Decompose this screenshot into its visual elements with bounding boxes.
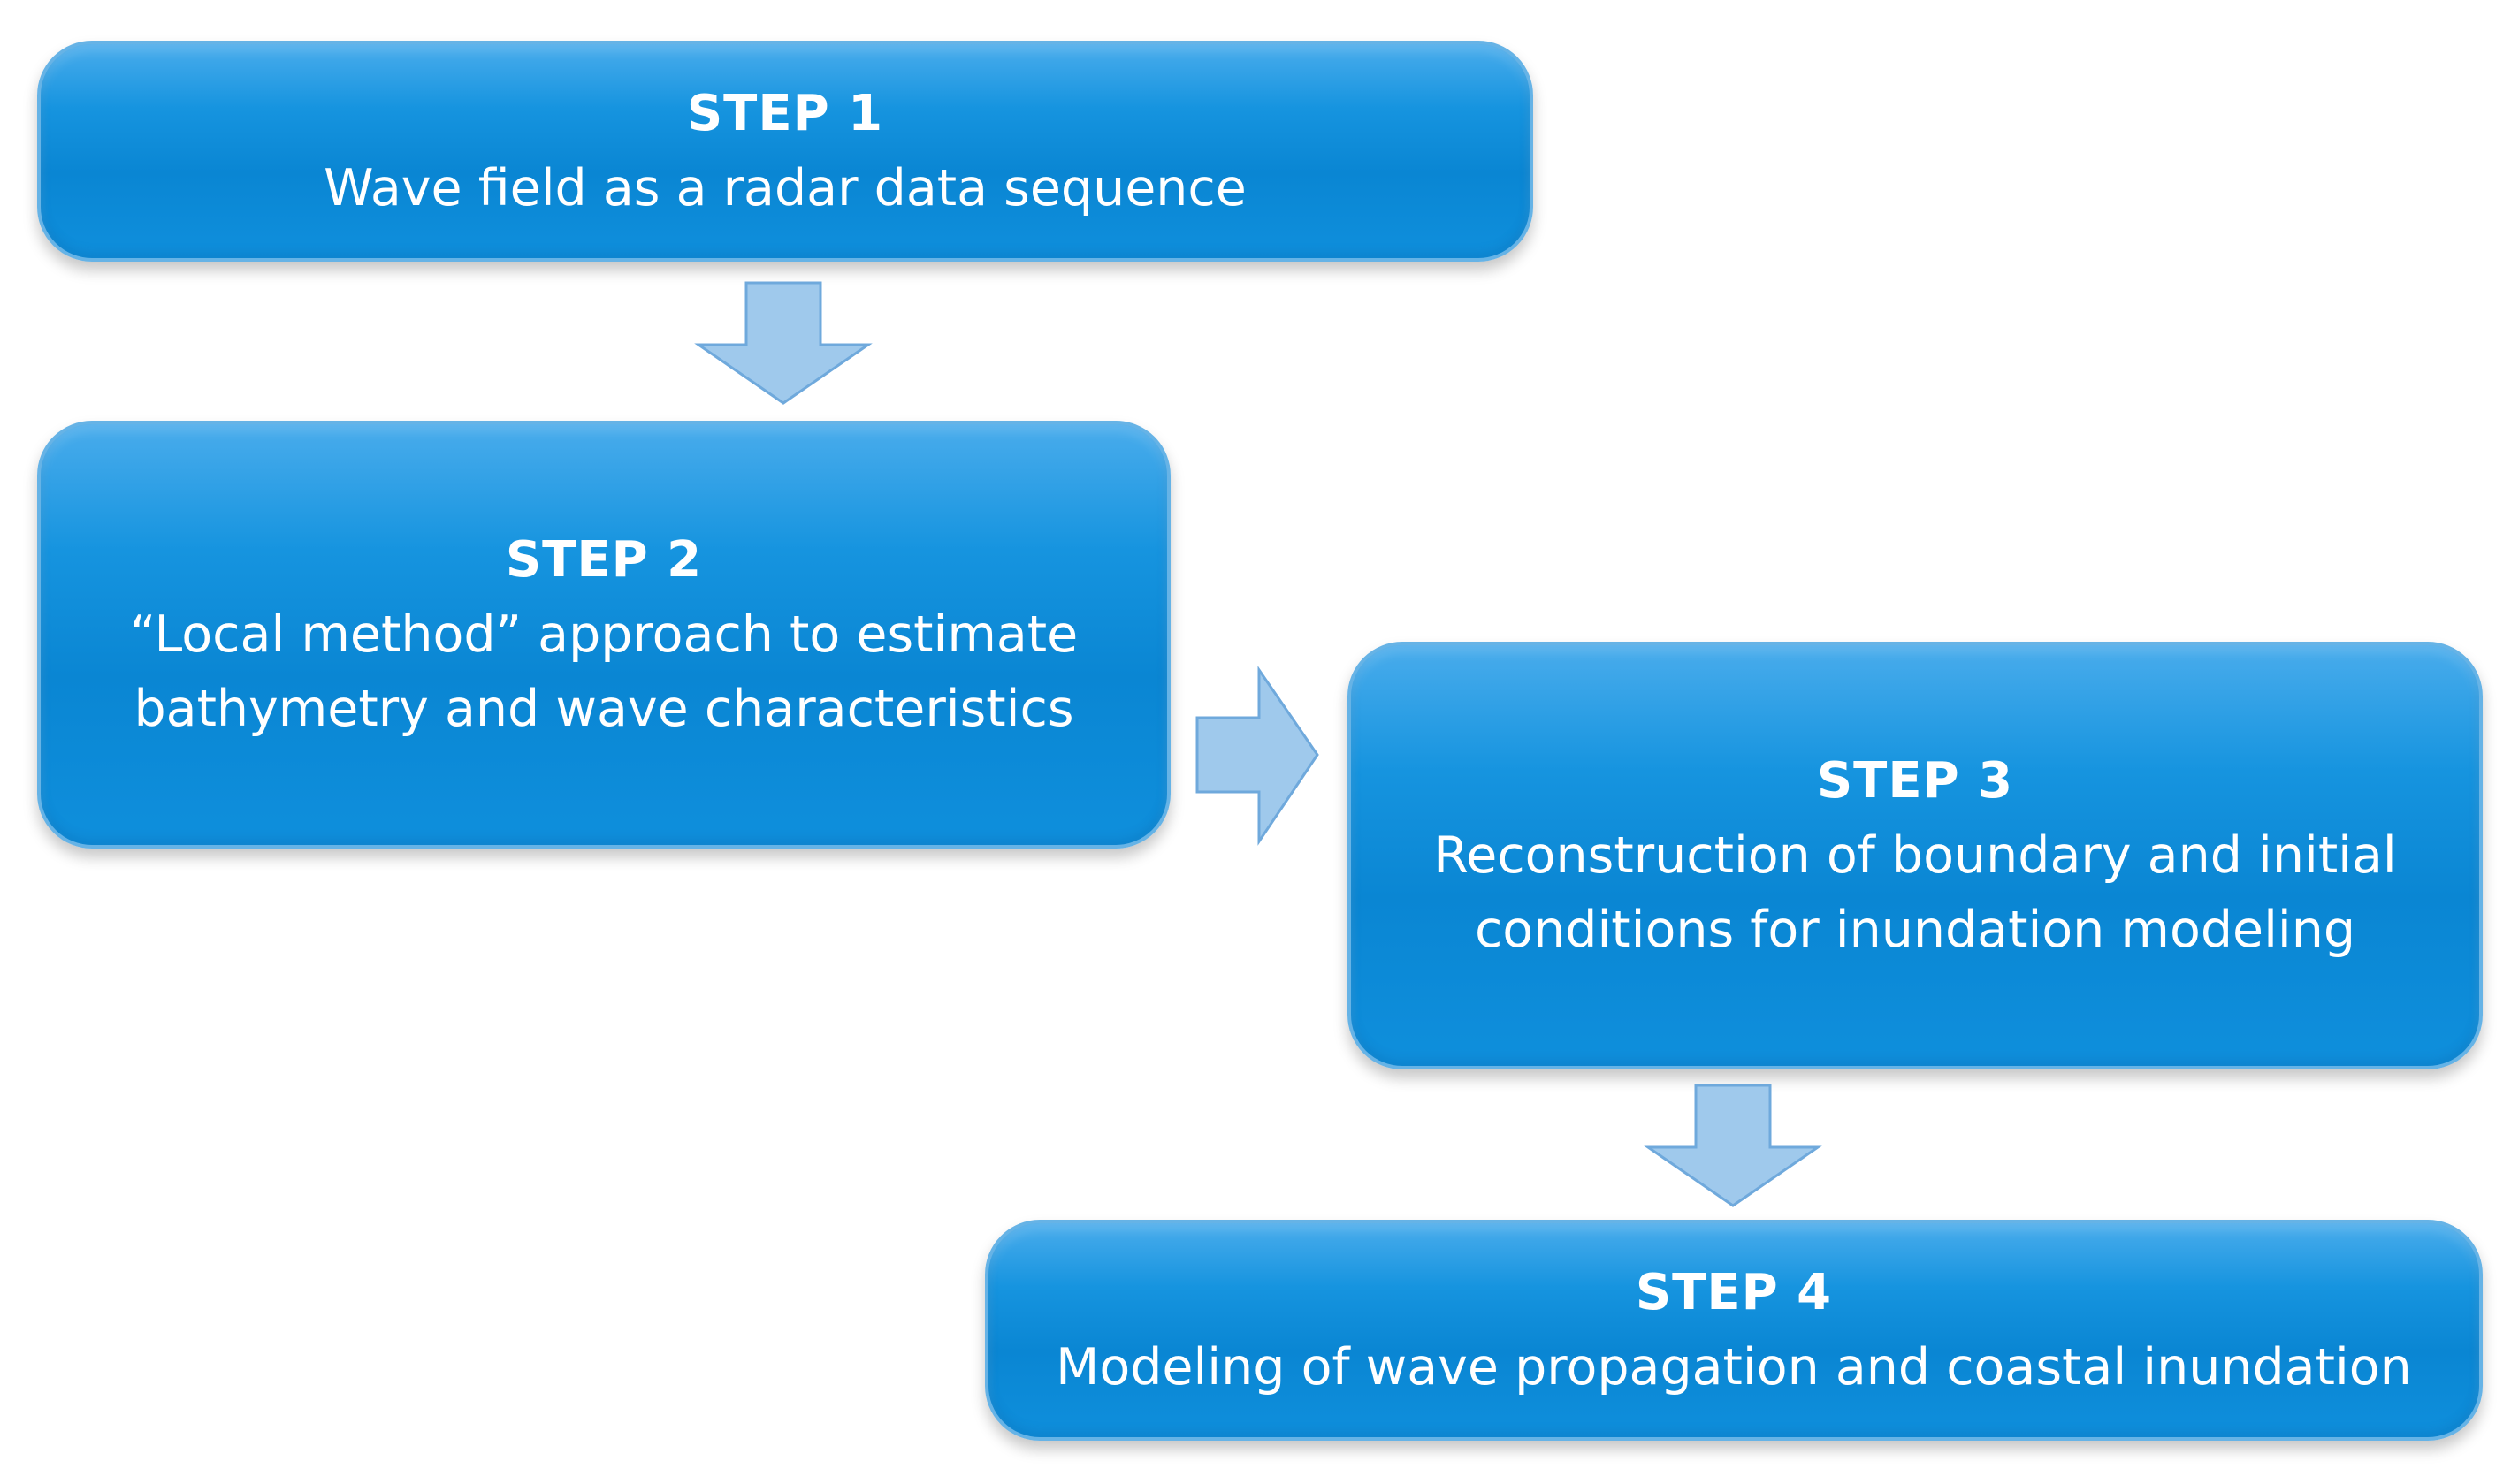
step-2-description: “Local method” approach to estimate bath… [129, 605, 1079, 738]
step-4-title: STEP 4 [1635, 1264, 1833, 1321]
step-1-description: Wave field as a radar data sequence [324, 159, 1247, 217]
step-3-box: STEP 3 Reconstruction of boundary and in… [1347, 642, 2483, 1069]
step-3-description: Reconstruction of boundary and initial c… [1433, 826, 2397, 959]
down-arrow-icon [1644, 1084, 1822, 1207]
right-arrow-icon [1195, 666, 1319, 846]
step-4-box: STEP 4 Modeling of wave propagation and … [985, 1220, 2483, 1441]
step-2-title: STEP 2 [505, 531, 703, 589]
step-1-title: STEP 1 [686, 85, 884, 142]
down-arrow-icon [694, 281, 873, 405]
step-1-box: STEP 1 Wave field as a radar data sequen… [37, 41, 1533, 262]
step-2-box: STEP 2 “Local method” approach to estima… [37, 421, 1171, 849]
step-4-description: Modeling of wave propagation and coastal… [1056, 1338, 2412, 1396]
step-3-title: STEP 3 [1816, 752, 2014, 810]
